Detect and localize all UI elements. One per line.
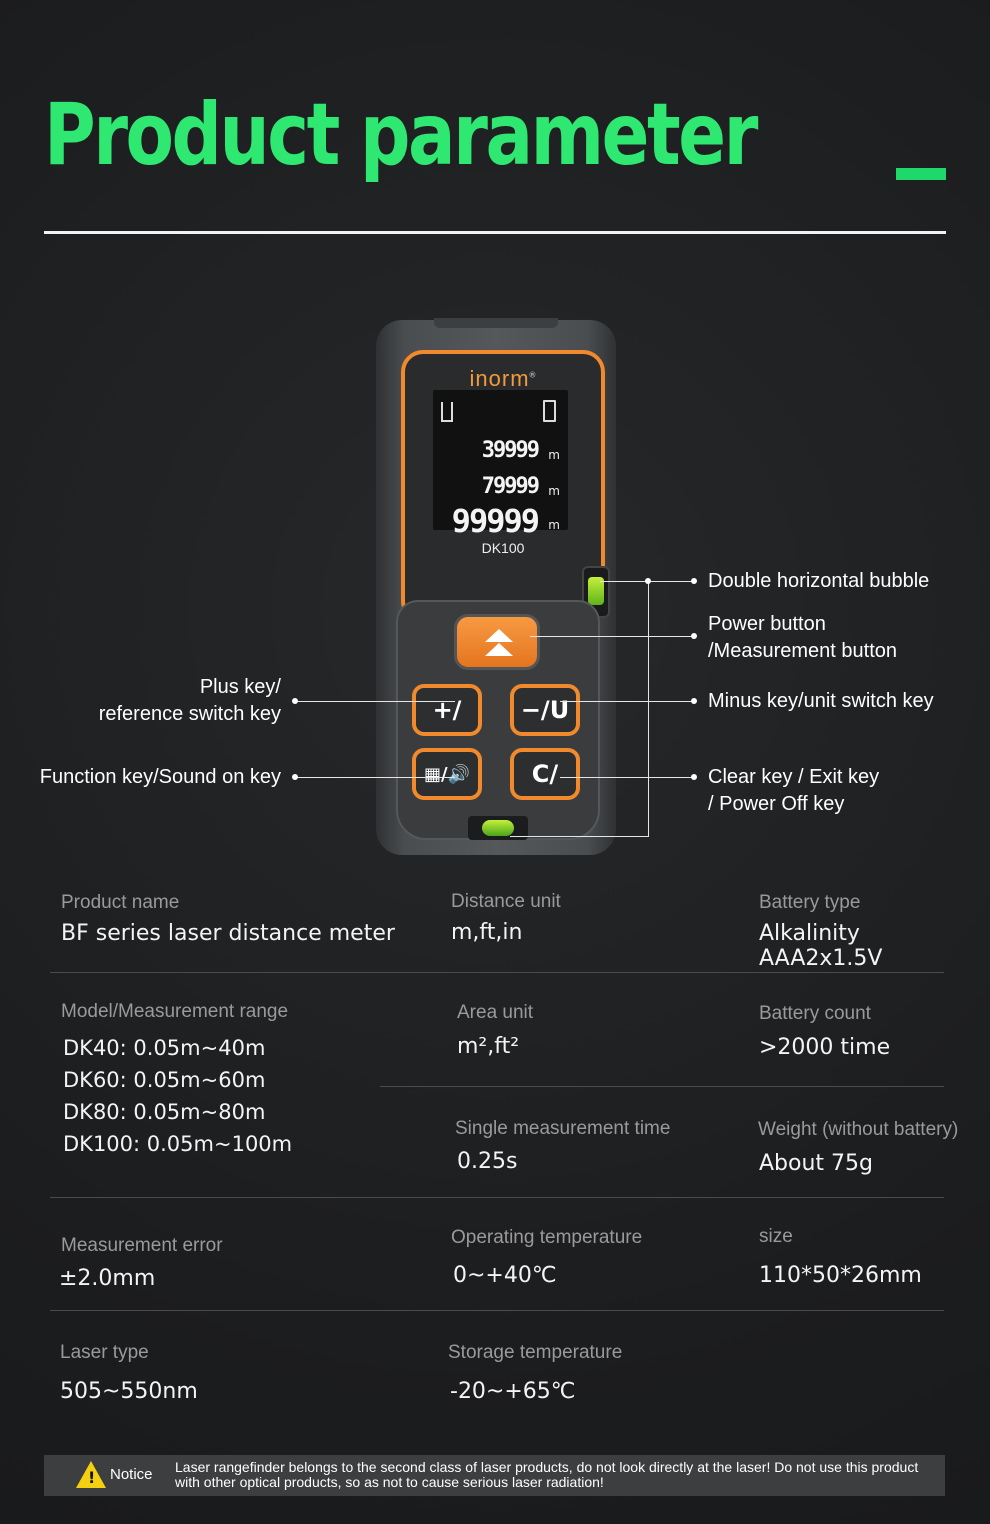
spec-area-unit-label: Area unit xyxy=(457,1002,534,1023)
double-up-arrow-icon xyxy=(485,629,513,642)
plus-leader xyxy=(295,701,455,702)
notice-bar: ! Notice Laser rangefinder belongs to th… xyxy=(44,1455,945,1496)
reading-2: 79999 xyxy=(481,474,540,499)
device-top-cap xyxy=(434,318,558,328)
reading-1-unit: m xyxy=(548,448,560,462)
bubble-end-dot xyxy=(691,578,697,584)
spec-laser-type-label: Laser type xyxy=(60,1342,149,1363)
function-leader xyxy=(295,777,455,778)
title-accent-bar xyxy=(896,168,946,180)
callout-clear-1: Clear key / Exit key xyxy=(708,766,880,788)
clear-key[interactable]: C/ xyxy=(510,748,580,800)
reading-3: 99999 xyxy=(451,502,540,540)
notice-label: Notice xyxy=(110,1466,153,1483)
lcd-screen: 39999 m 79999 m 99999 m xyxy=(433,390,568,540)
minus-key-label: −/U xyxy=(520,696,570,724)
callout-plus-1: Plus key/ xyxy=(199,676,281,698)
spec-divider-2 xyxy=(380,1086,944,1087)
clear-dot xyxy=(691,774,697,780)
spec-divider-4 xyxy=(50,1310,944,1311)
callout-minus: Minus key/unit switch key xyxy=(708,690,934,712)
spec-battery-count-label: Battery count xyxy=(759,1003,871,1024)
spec-operating-temp-label: Operating temperature xyxy=(451,1227,643,1248)
model-label: DK100 xyxy=(481,540,525,556)
callout-power-1: Power button xyxy=(708,613,826,635)
callout-function: Function key/Sound on key xyxy=(39,766,281,788)
function-key[interactable]: ▦/🔊 xyxy=(412,748,482,800)
bubble-leader-bottom xyxy=(510,836,649,837)
reference-icon xyxy=(441,402,453,422)
function-key-label: ▦/🔊 xyxy=(424,764,470,785)
spec-product-name-label: Product name xyxy=(61,892,180,913)
spec-error-value: ±2.0mm xyxy=(59,1266,156,1291)
model-range-item: DK80: 0.05m~80m xyxy=(63,1100,266,1124)
spec-divider-1 xyxy=(50,972,944,973)
plus-dot xyxy=(292,698,298,704)
title-divider xyxy=(44,231,946,234)
spec-model-range-list: DK40: 0.05m~40m DK60: 0.05m~60m DK80: 0.… xyxy=(63,1032,292,1160)
spec-storage-temp-label: Storage temperature xyxy=(448,1342,623,1363)
callout-bubble: Double horizontal bubble xyxy=(708,570,930,592)
minus-key[interactable]: −/U xyxy=(510,684,580,736)
spec-area-unit-value: m²,ft² xyxy=(457,1034,520,1059)
spec-distance-unit-value: m,ft,in xyxy=(451,920,523,945)
minus-leader xyxy=(560,701,694,702)
reading-1: 39999 xyxy=(481,438,540,463)
spec-product-name-value: BF series laser distance meter xyxy=(61,921,395,946)
reading-2-unit: m xyxy=(548,484,560,498)
model-range-item: DK40: 0.05m~40m xyxy=(63,1036,266,1060)
spec-size-value: 110*50*26mm xyxy=(759,1263,922,1288)
power-leader xyxy=(530,636,694,637)
spec-error-label: Measurement error xyxy=(61,1235,223,1256)
notice-text: Laser rangefinder belongs to the second … xyxy=(175,1459,919,1490)
spec-single-time-label: Single measurement time xyxy=(455,1118,671,1139)
plus-key-label: +/ xyxy=(432,696,462,724)
laser-meter-device: inorm® 39999 m 79999 m 99999 m DK100 +/ … xyxy=(376,318,616,855)
power-measure-button[interactable] xyxy=(454,614,540,670)
spec-laser-type-value: 505~550nm xyxy=(60,1379,198,1404)
spec-weight-value: About 75g xyxy=(759,1151,873,1176)
clear-key-label: C/ xyxy=(531,760,559,788)
plus-key[interactable]: +/ xyxy=(412,684,482,736)
power-dot xyxy=(691,633,697,639)
clear-leader xyxy=(560,777,694,778)
page-title: Product parameter xyxy=(44,85,758,185)
model-range-item: DK100: 0.05m~100m xyxy=(63,1132,293,1156)
minus-dot xyxy=(691,698,697,704)
callout-clear-2: / Power Off key xyxy=(708,793,845,815)
display-frame: inorm® 39999 m 79999 m 99999 m DK100 xyxy=(401,350,605,630)
callout-plus-2: reference switch key xyxy=(98,703,281,725)
callout-power-2: /Measurement button xyxy=(708,640,897,662)
spec-storage-temp-value: -20~+65℃ xyxy=(450,1379,576,1404)
spec-model-range-label: Model/Measurement range xyxy=(61,1001,289,1022)
spec-single-time-value: 0.25s xyxy=(457,1149,518,1174)
model-range-item: DK60: 0.05m~60m xyxy=(63,1068,266,1092)
battery-icon xyxy=(543,400,556,422)
up-arrow-icon xyxy=(485,643,513,656)
warning-icon: ! xyxy=(76,1461,106,1488)
spec-battery-type-value: Alkalinity AAA2x1.5V xyxy=(759,921,883,971)
spec-battery-count-value: >2000 time xyxy=(759,1035,891,1060)
bottom-bubble-level xyxy=(468,816,528,840)
spec-operating-temp-value: 0~+40℃ xyxy=(453,1263,557,1288)
spec-distance-unit-label: Distance unit xyxy=(451,891,561,912)
spec-weight-label: Weight (without battery) xyxy=(758,1119,959,1140)
bubble-dot xyxy=(645,578,651,584)
brand-logo: inorm® xyxy=(469,366,537,391)
bubble-leader-vertical xyxy=(648,581,649,837)
function-dot xyxy=(292,774,298,780)
reading-3-unit: m xyxy=(548,518,560,532)
spec-size-label: size xyxy=(759,1226,793,1247)
spec-battery-type-label: Battery type xyxy=(759,892,861,913)
spec-divider-3 xyxy=(50,1197,944,1198)
